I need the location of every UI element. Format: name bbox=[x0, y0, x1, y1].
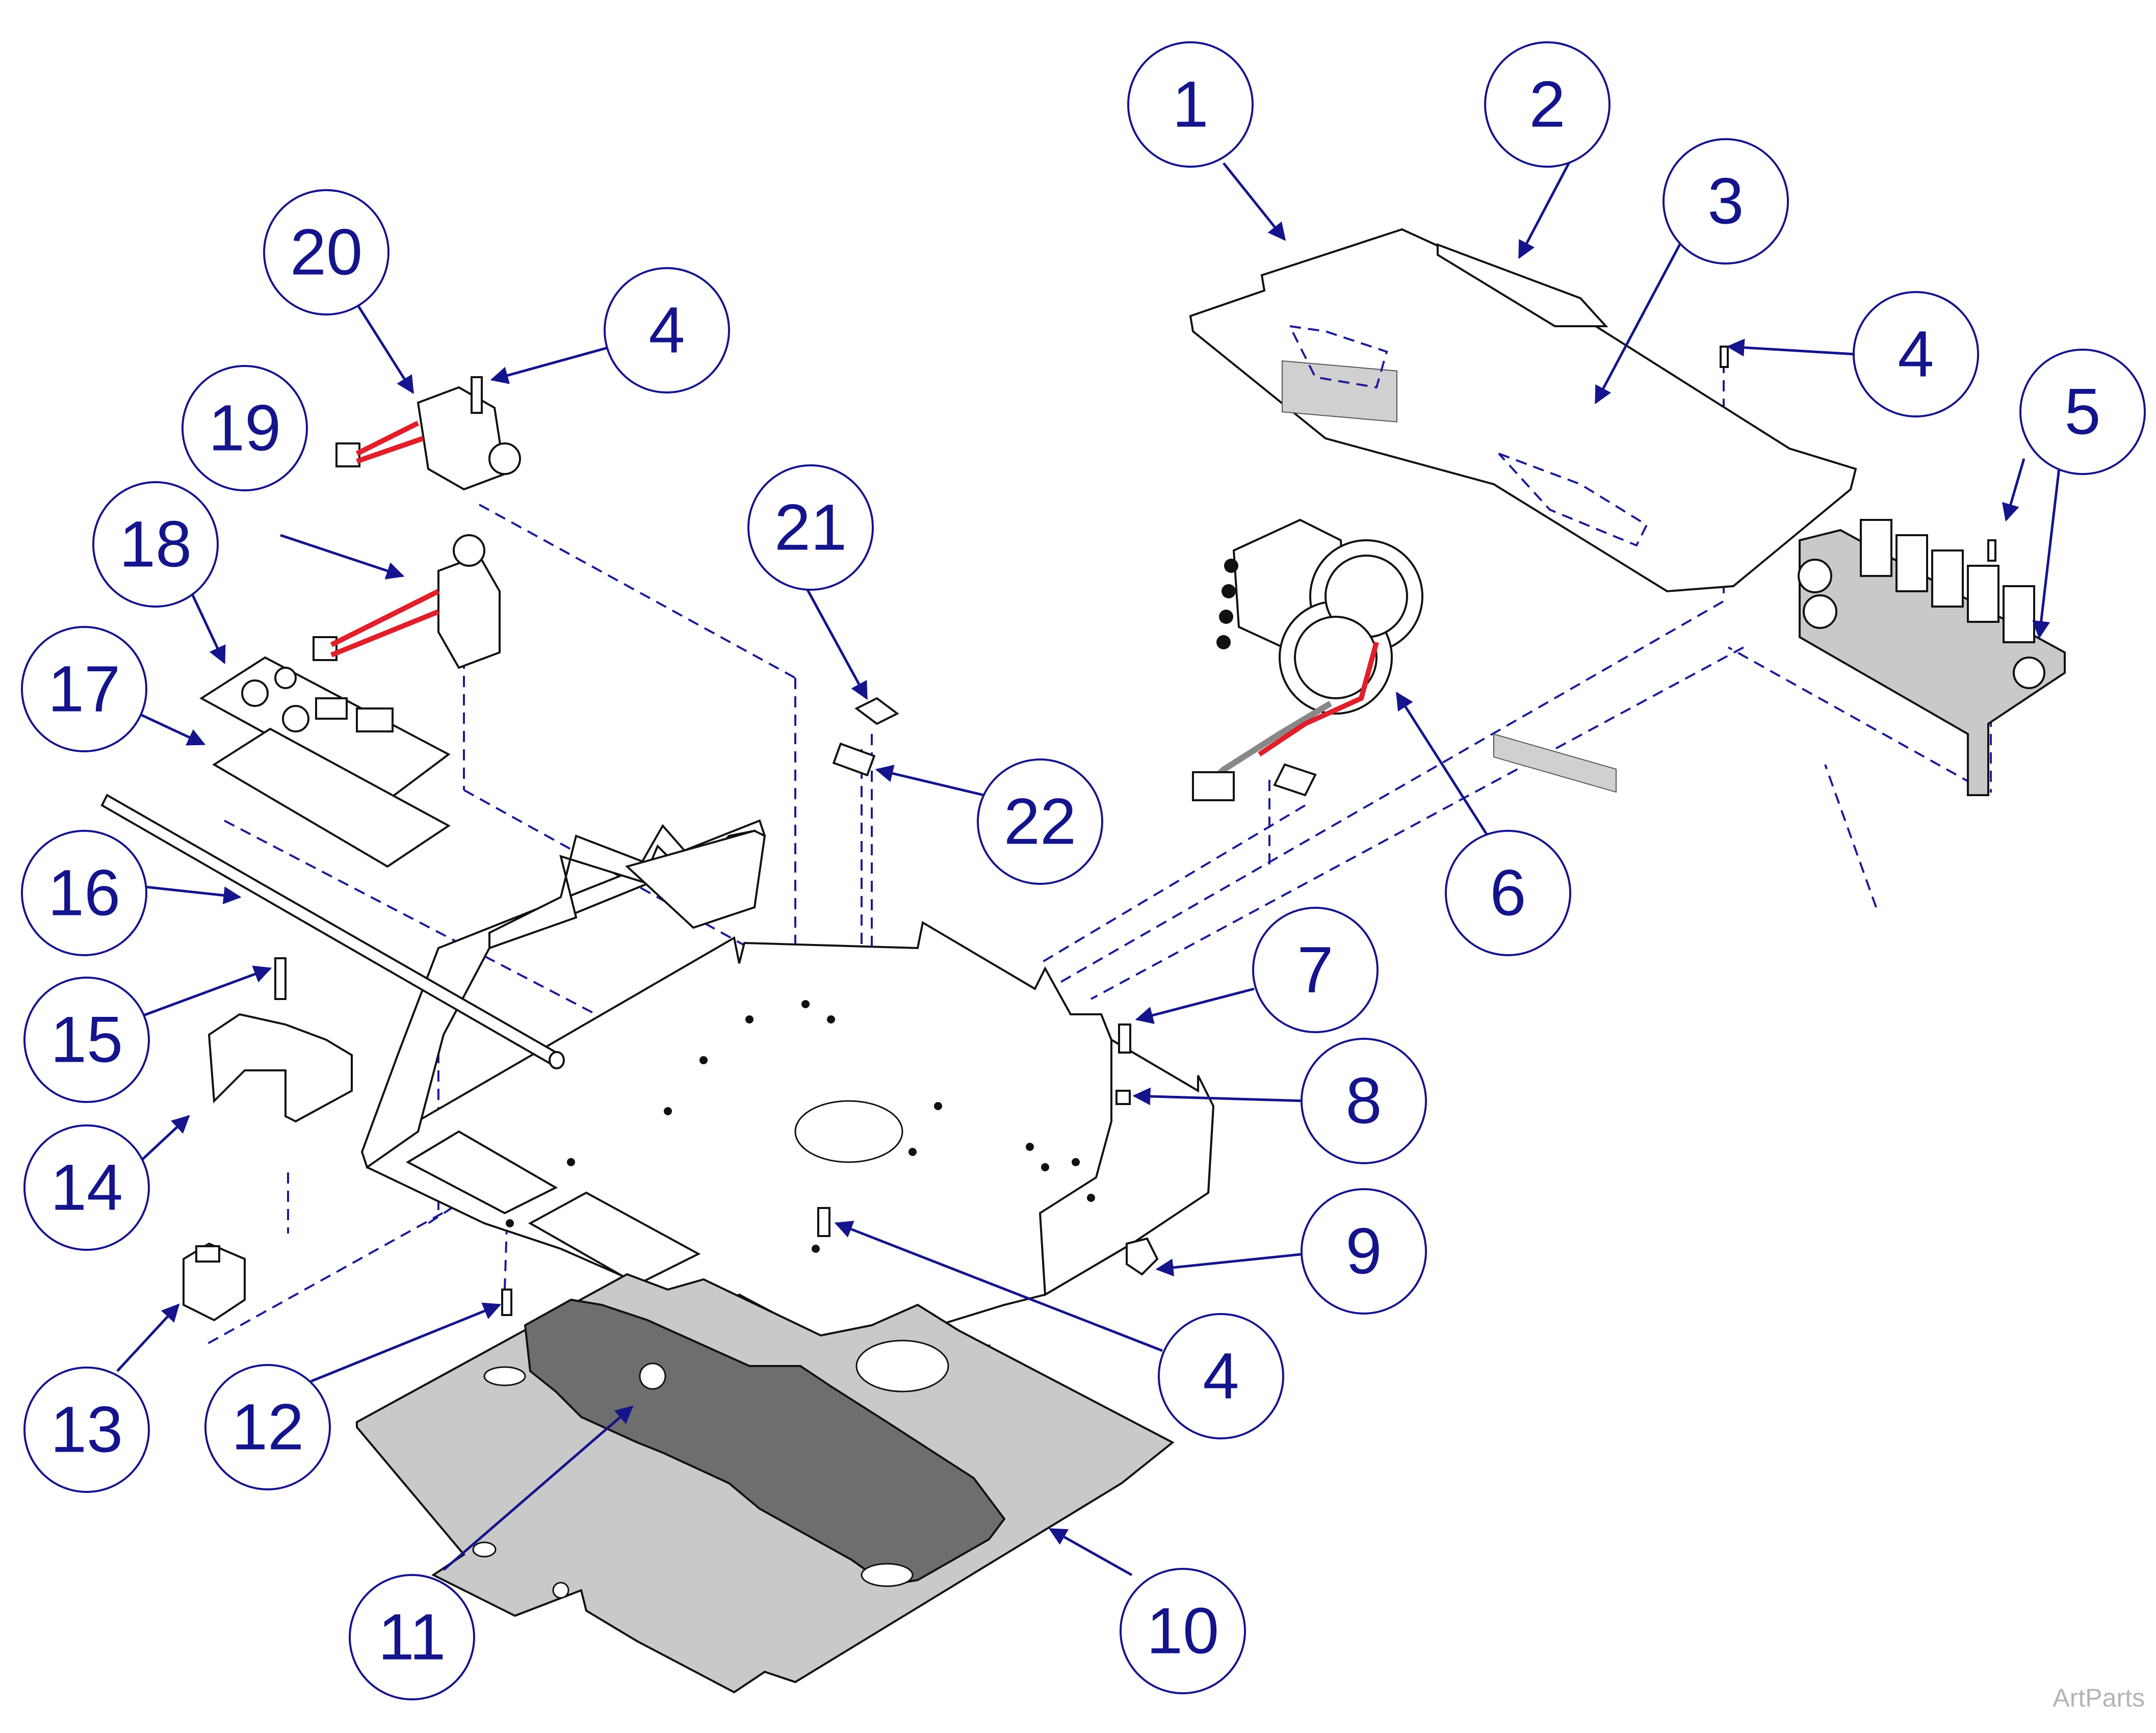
callout-6: 6 bbox=[1445, 830, 1571, 956]
callout-8: 8 bbox=[1301, 1038, 1427, 1164]
svg-text:21: 21 bbox=[774, 491, 847, 564]
leader-lines bbox=[111, 160, 2061, 1577]
callout-16: 16 bbox=[21, 830, 147, 956]
callout-2: 2 bbox=[1484, 41, 1610, 168]
svg-text:11: 11 bbox=[378, 1601, 446, 1674]
svg-text:4: 4 bbox=[1203, 1340, 1239, 1413]
solenoid-valves bbox=[313, 386, 521, 669]
callouts: 1 2 3 4 5 6 7 8 9 10 11 12 13 14 15 16 1… bbox=[21, 41, 2146, 1700]
callout-10: 10 bbox=[1120, 1568, 1246, 1694]
callout-5: 5 bbox=[2019, 349, 2146, 475]
chassis-upright-bracket bbox=[625, 829, 766, 929]
svg-text:3: 3 bbox=[1707, 165, 1744, 238]
svg-text:2: 2 bbox=[1529, 68, 1565, 141]
watermark: ArtParts bbox=[2053, 1684, 2145, 1712]
svg-text:8: 8 bbox=[1345, 1065, 1382, 1138]
callout-15: 15 bbox=[23, 977, 150, 1103]
svg-text:13: 13 bbox=[50, 1394, 123, 1466]
svg-text:10: 10 bbox=[1147, 1595, 1219, 1668]
callout-11: 11 bbox=[349, 1574, 475, 1700]
top-cover-assembly bbox=[1189, 228, 1857, 793]
regulator-bracket-assembly bbox=[1798, 519, 2066, 796]
callout-18: 18 bbox=[92, 481, 219, 608]
svg-text:1: 1 bbox=[1172, 68, 1208, 141]
rod bbox=[100, 794, 565, 1069]
svg-text:5: 5 bbox=[2064, 376, 2100, 449]
svg-text:15: 15 bbox=[50, 1004, 123, 1076]
cover-label-1 bbox=[1282, 360, 1397, 423]
svg-text:7: 7 bbox=[1297, 934, 1333, 1007]
callout-4-top-left: 4 bbox=[604, 267, 730, 393]
callout-14: 14 bbox=[23, 1124, 150, 1251]
valve-capacitor-assembly bbox=[1192, 518, 1423, 801]
svg-text:17: 17 bbox=[48, 653, 120, 726]
svg-text:6: 6 bbox=[1490, 857, 1526, 930]
switch-assembly bbox=[183, 1013, 353, 1322]
callout-22: 22 bbox=[977, 758, 1103, 885]
bottom-plate-assembly bbox=[356, 1273, 1175, 1694]
callout-19: 19 bbox=[181, 365, 308, 491]
callout-20: 20 bbox=[263, 189, 389, 316]
callout-1: 1 bbox=[1127, 41, 1254, 168]
callout-9: 9 bbox=[1301, 1188, 1427, 1315]
chassis-center-opening bbox=[794, 1100, 903, 1163]
callout-12: 12 bbox=[204, 1364, 331, 1490]
top-cover bbox=[1189, 228, 1857, 593]
svg-text:16: 16 bbox=[48, 857, 120, 930]
svg-text:20: 20 bbox=[290, 216, 362, 289]
control-board bbox=[199, 656, 451, 868]
svg-text:19: 19 bbox=[209, 392, 281, 465]
top-cover-flange bbox=[1437, 243, 1608, 327]
svg-text:22: 22 bbox=[1004, 785, 1076, 858]
svg-text:4: 4 bbox=[648, 294, 685, 367]
callout-13: 13 bbox=[23, 1367, 150, 1493]
callout-21: 21 bbox=[747, 464, 874, 591]
svg-text:14: 14 bbox=[50, 1151, 123, 1224]
cover-label-3 bbox=[1493, 733, 1617, 793]
screws bbox=[274, 346, 1996, 1316]
fittings bbox=[832, 697, 899, 777]
svg-text:4: 4 bbox=[1898, 318, 1934, 391]
callout-7: 7 bbox=[1252, 907, 1379, 1033]
svg-text:12: 12 bbox=[231, 1391, 304, 1464]
callout-3: 3 bbox=[1663, 138, 1789, 265]
callout-17: 17 bbox=[21, 626, 147, 752]
callout-4-bottom: 4 bbox=[1158, 1313, 1284, 1439]
callout-4-top-right: 4 bbox=[1853, 291, 1979, 417]
svg-text:18: 18 bbox=[119, 508, 192, 581]
svg-text:9: 9 bbox=[1345, 1215, 1382, 1288]
